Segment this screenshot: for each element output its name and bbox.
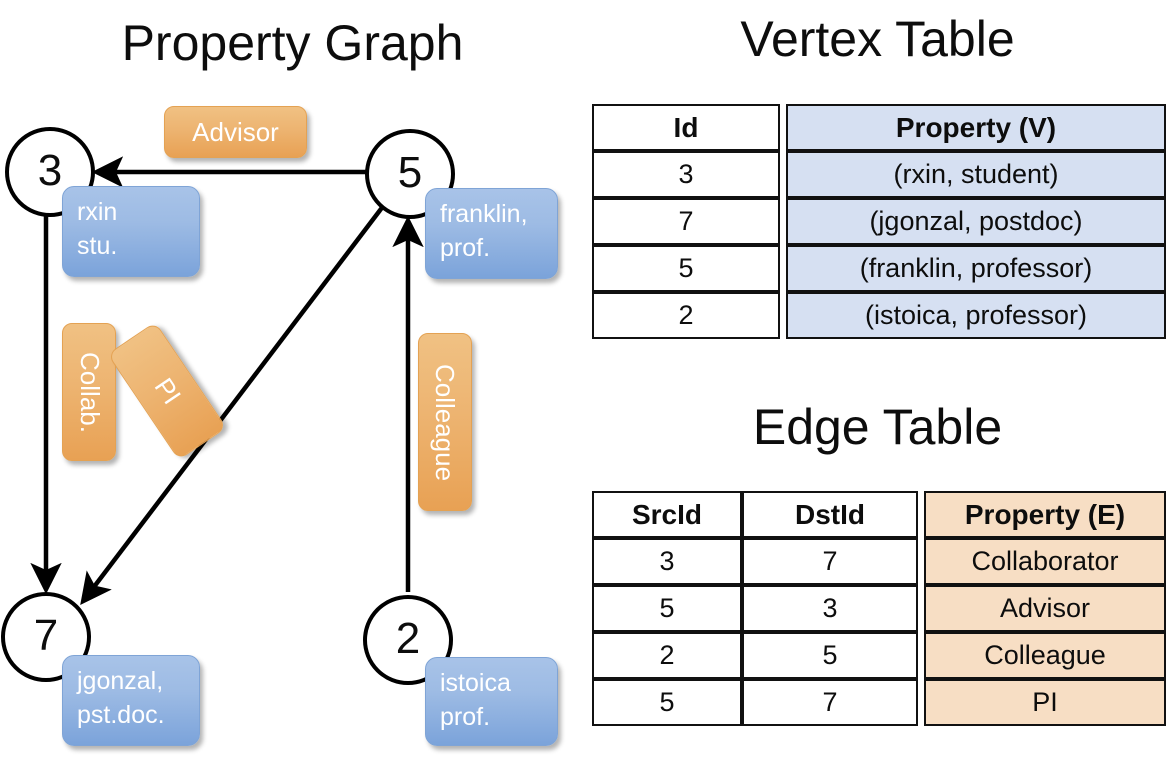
vertex-property-2-line-1: istoica bbox=[440, 669, 511, 697]
vertex-row-2-gap bbox=[780, 245, 786, 292]
vertex-table-header-row: Id Property (V) bbox=[592, 104, 1166, 151]
edge-row-2-gap bbox=[918, 632, 924, 679]
vertex-property-5-line-1: franklin, bbox=[440, 200, 528, 228]
table-row[interactable]: 3 (rxin, student) bbox=[592, 151, 1166, 198]
vertex-row-3-gap bbox=[780, 292, 786, 339]
edge-label-colleague: Colleague bbox=[418, 333, 472, 511]
vertex-node-7-label: 7 bbox=[33, 610, 59, 660]
table-row[interactable]: 7 (jgonzal, postdoc) bbox=[592, 198, 1166, 245]
edge-row-0-src: 3 bbox=[592, 538, 742, 585]
edge-row-1-src: 5 bbox=[592, 585, 742, 632]
table-row[interactable]: 5 3 Advisor bbox=[592, 585, 1166, 632]
vertex-property-3-line-1: rxin bbox=[77, 198, 118, 226]
vertex-row-0-id: 3 bbox=[592, 151, 780, 198]
vertex-property-box-5: franklin, prof. bbox=[425, 188, 558, 279]
table-row[interactable]: 5 (franklin, professor) bbox=[592, 245, 1166, 292]
vertex-property-7-line-1: jgonzal, bbox=[77, 667, 164, 695]
edge-row-3-gap bbox=[918, 679, 924, 726]
edge-row-2-property: Colleague bbox=[924, 632, 1166, 679]
vertex-node-2[interactable]: 2 bbox=[363, 595, 453, 685]
vertex-node-3-label: 3 bbox=[37, 145, 63, 195]
page-title-edge-table: Edge Table bbox=[752, 399, 1003, 455]
edge-table-header-row: SrcId DstId Property (E) bbox=[592, 491, 1166, 538]
edge-table: SrcId DstId Property (E) 3 7 Collaborato… bbox=[592, 491, 1166, 726]
table-row[interactable]: 2 (istoica, professor) bbox=[592, 292, 1166, 339]
edge-label-advisor-text: Advisor bbox=[192, 116, 279, 147]
vertex-row-1-id: 7 bbox=[592, 198, 780, 245]
table-row[interactable]: 5 7 PI bbox=[592, 679, 1166, 726]
page-title-property-graph: Property Graph bbox=[121, 15, 464, 71]
vertex-node-5-label: 5 bbox=[397, 147, 423, 197]
vertex-row-3-property: (istoica, professor) bbox=[786, 292, 1166, 339]
vertex-row-1-property: (jgonzal, postdoc) bbox=[786, 198, 1166, 245]
vertex-row-3-id: 2 bbox=[592, 292, 780, 339]
edge-label-pi-text: PI bbox=[148, 372, 187, 410]
edge-table-header-srcid: SrcId bbox=[592, 491, 742, 538]
vertex-table: Id Property (V) 3 (rxin, student) 7 (jgo… bbox=[592, 104, 1166, 339]
vertex-row-0-gap bbox=[780, 151, 786, 198]
edge-row-2-src: 2 bbox=[592, 632, 742, 679]
vertex-property-2-line-2: prof. bbox=[440, 702, 491, 731]
page-title-vertex-table: Vertex Table bbox=[740, 11, 1015, 67]
vertex-table-column-gap bbox=[780, 104, 786, 151]
vertex-property-box-2: istoica prof. bbox=[425, 657, 558, 746]
edge-table-header-dstid: DstId bbox=[742, 491, 918, 538]
edge-label-colleague-text: Colleague bbox=[430, 363, 461, 481]
edge-row-0-gap bbox=[918, 538, 924, 585]
edge-table-header-property: Property (E) bbox=[924, 491, 1166, 538]
edge-table-column-gap bbox=[918, 491, 924, 538]
edge-row-0-property: Collaborator bbox=[924, 538, 1166, 585]
vertex-property-5-line-2: prof. bbox=[440, 233, 491, 262]
vertex-row-2-id: 5 bbox=[592, 245, 780, 292]
table-row[interactable]: 2 5 Colleague bbox=[592, 632, 1166, 679]
edge-label-collab: Collab. bbox=[62, 323, 116, 461]
edge-row-1-gap bbox=[918, 585, 924, 632]
edge-label-collab-text: Collab. bbox=[74, 351, 105, 433]
table-row[interactable]: 3 7 Collaborator bbox=[592, 538, 1166, 585]
vertex-table-header-property: Property (V) bbox=[786, 104, 1166, 151]
vertex-property-box-3: rxin stu. bbox=[62, 186, 200, 277]
edge-label-advisor: Advisor bbox=[164, 106, 307, 158]
vertex-node-2-label: 2 bbox=[395, 613, 421, 663]
edge-row-0-dst: 7 bbox=[742, 538, 918, 585]
edge-row-3-property: PI bbox=[924, 679, 1166, 726]
edge-row-3-src: 5 bbox=[592, 679, 742, 726]
property-graph-diagram: 3 5 7 2 rxin stu. franklin, prof. jgonza… bbox=[1, 106, 558, 746]
edge-row-1-dst: 3 bbox=[742, 585, 918, 632]
vertex-property-7-line-2: pst.doc. bbox=[77, 700, 165, 729]
vertex-row-1-gap bbox=[780, 198, 786, 245]
edge-row-3-dst: 7 bbox=[742, 679, 918, 726]
vertex-row-2-property: (franklin, professor) bbox=[786, 245, 1166, 292]
vertex-row-0-property: (rxin, student) bbox=[786, 151, 1166, 198]
edge-row-1-property: Advisor bbox=[924, 585, 1166, 632]
vertex-table-header-id: Id bbox=[592, 104, 780, 151]
edge-row-2-dst: 5 bbox=[742, 632, 918, 679]
vertex-property-box-7: jgonzal, pst.doc. bbox=[62, 655, 200, 746]
edge-arrow-5-to-7 bbox=[80, 203, 386, 606]
vertex-property-3-line-2: stu. bbox=[77, 231, 118, 260]
graph-edge-arrows bbox=[30, 156, 424, 606]
